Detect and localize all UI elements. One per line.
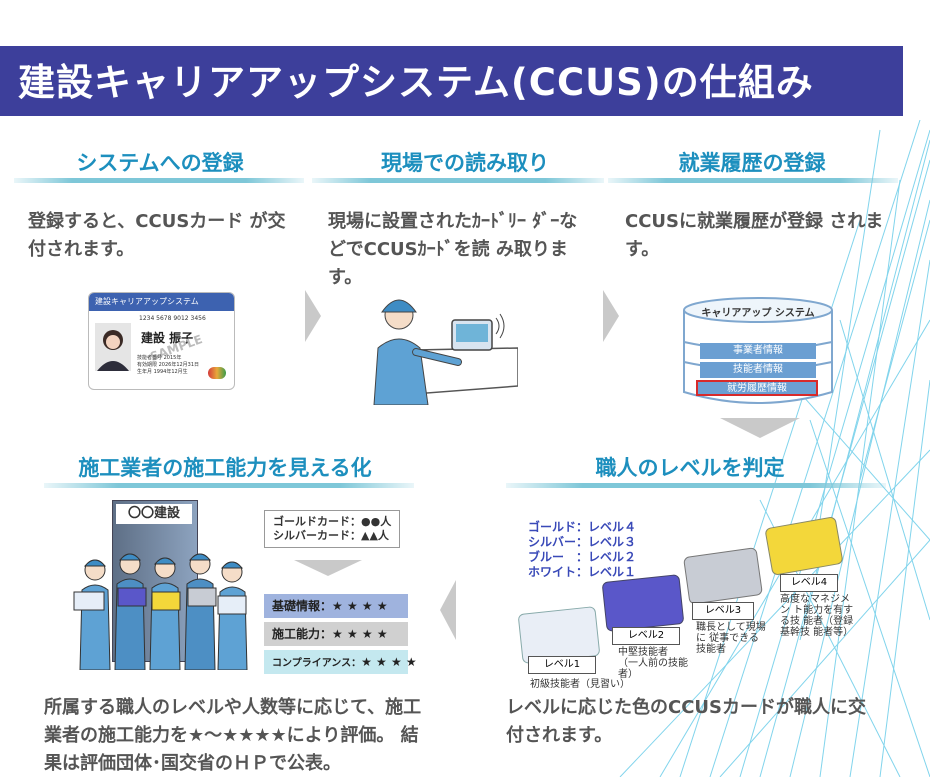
level-card-1-desc: 初級技能者（見習い） [530, 679, 630, 690]
level-legend: ゴールド：レベル４ シルバー：レベル３ ブルー ：レベル２ ホワイト：レベル１ [528, 520, 636, 580]
workers-illustration [73, 553, 248, 670]
level-card-2 [601, 574, 685, 632]
step5-underline [44, 483, 414, 488]
worker-photo-icon [97, 330, 129, 371]
step1-underline [14, 178, 304, 183]
card-number: 1234 5678 9012 3456 [139, 315, 206, 322]
legend-white: ホワイト：レベル１ [528, 565, 637, 579]
database-title: キャリアアップ システム [701, 308, 815, 319]
gold-card-count: ゴールドカード：●●人 [273, 515, 392, 528]
database-cylinder: キャリアアップ システム 事業者情報 技能者情報 就労履歴情報 [678, 296, 838, 408]
card-photo [95, 323, 131, 371]
eval-label: 施工能力： [272, 627, 333, 641]
ccus-logo-icon [208, 367, 226, 379]
legend-gold: ゴールド：レベル４ [528, 520, 637, 534]
database-layer-2: 技能者情報 [700, 362, 816, 378]
arrow-down [720, 418, 800, 438]
step3-text: CCUSに就業履歴が登録 されます。 [625, 211, 884, 260]
card-row: 技能者番号 2015年 [137, 355, 182, 361]
card-header: 建設キャリアアップシステム [89, 293, 234, 311]
level-card-4-label: レベル4 [780, 574, 838, 592]
silver-card-count: シルバーカード：▲▲人 [273, 529, 389, 542]
eval-label: コンプライアンス： [272, 658, 362, 669]
eval-row-compliance: コンプライアンス：★ ★ ★ ★ [264, 650, 417, 674]
eval-row-ability: 施工能力：★ ★ ★ ★ [264, 622, 408, 646]
card-rows: 技能者番号 2015年 有効期限 2026年12月31日 生年月 1994年12… [137, 355, 199, 376]
arrow-left [440, 580, 456, 640]
eval-label: 基礎情報： [272, 599, 333, 613]
step4-underline [506, 483, 886, 488]
level-card-3 [683, 547, 763, 605]
arrow-right-1 [305, 290, 321, 342]
page-title: 建設キャリアアップシステム(CCUS)の仕組み [18, 61, 814, 104]
level-card-1-label: レベル1 [528, 656, 596, 674]
level-card-3-desc: 職長として現場に 従事できる技能者 [696, 622, 766, 655]
eval-row-basic: 基礎情報：★ ★ ★ ★ [264, 594, 408, 618]
step2-heading: 現場での読み取り [381, 151, 549, 175]
level-card-4-desc: 高度なマネジメン ト能力を有する技 能者（登録基幹技 能者等） [780, 594, 854, 638]
arrow-right-2 [603, 290, 619, 342]
step2-text: 現場に設置されたｶｰﾄﾞﾘｰ ﾀﾞｰなどでCCUSｶｰﾄﾞを読 み取ります。 [328, 211, 578, 288]
step3-underline [608, 178, 898, 183]
eval-stars: ★ ★ ★ ★ [332, 599, 388, 613]
legend-blue: ブルー ：レベル２ [528, 550, 637, 564]
database-layer-3-highlighted: 就労履歴情報 [696, 380, 818, 396]
ccus-card: 建設キャリアアップシステム 1234 5678 9012 3456 建設 振子 … [88, 292, 235, 390]
level-card-2-desc: 中堅技能者 （一人前の技能者） [618, 647, 688, 680]
title-bar [0, 46, 903, 116]
card-holder-name: 建設 振子 [141, 331, 194, 345]
card-row: 有効期限 2026年12月31日 [137, 362, 200, 368]
database-layer-1: 事業者情報 [700, 343, 816, 359]
level-card-2-label: レベル2 [612, 627, 680, 645]
step3-heading: 就業履歴の登録 [678, 151, 826, 175]
eval-stars: ★ ★ ★ ★ [361, 655, 417, 669]
step4-text: レベルに応じた色のCCUSカードが職人に交 付されます。 [506, 697, 866, 746]
arrow-down-small [294, 560, 362, 576]
card-reader-illustration [373, 299, 518, 405]
building-label: 〇〇建設 [116, 504, 192, 524]
card-row: 生年月 1994年12月生 [137, 369, 188, 375]
step5-heading: 施工業者の施工能力を見える化 [78, 456, 372, 480]
card-count-box: ゴールドカード：●●人 シルバーカード：▲▲人 [264, 510, 400, 548]
legend-silver: シルバー：レベル３ [528, 535, 637, 549]
step2-underline [312, 178, 604, 183]
step4-heading: 職人のレベルを判定 [595, 456, 785, 480]
step5-text: 所属する職人のレベルや人数等に応じて、施工 業者の施工能力を★～★★★★により評… [44, 697, 422, 774]
level-card-3-label: レベル3 [692, 602, 754, 620]
eval-stars: ★ ★ ★ ★ [332, 627, 388, 641]
step1-heading: システムへの登録 [76, 151, 244, 175]
step1-text: 登録すると、CCUSカード が交付されます。 [28, 211, 286, 260]
